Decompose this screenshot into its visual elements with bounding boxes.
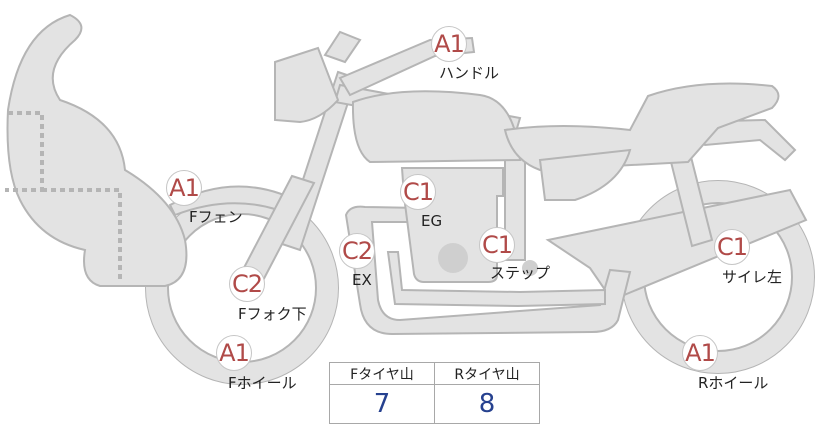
grade-badge-exhaust: C2 [339, 233, 375, 269]
grade-badge-handle: A1 [431, 26, 467, 62]
grade-badge-front-fender: A1 [166, 170, 202, 206]
headlight-block-shape [274, 46, 340, 124]
part-label-step: ステップ [490, 264, 551, 282]
tire-tread-table: Fタイヤ山 Rタイヤ山 7 8 [329, 362, 540, 424]
seat-shape [503, 82, 780, 172]
grade-badge-engine: C1 [400, 174, 436, 210]
fairing-dash-line [42, 188, 122, 283]
part-label-front-wheel: Fホイール [228, 374, 297, 392]
grade-badge-step: C1 [479, 227, 515, 263]
engine-cover-shape [438, 243, 468, 273]
part-label-handle: ハンドル [439, 64, 500, 82]
grade-badge-front-fork-lower: C2 [229, 266, 265, 302]
part-label-seat-rail-left: サイレ左 [722, 268, 783, 286]
front-tire-tread-value: 7 [329, 384, 435, 424]
part-label-front-fork-lower: Fフォク下 [238, 305, 307, 323]
handlebar-shape [323, 30, 362, 64]
rear-tire-tread-header: Rタイヤ山 [434, 362, 540, 385]
step-peg-shape [522, 260, 538, 276]
grade-badge-seat-rail-left: C1 [714, 229, 750, 265]
front-tire-tread-header: Fタイヤ山 [329, 362, 435, 385]
grade-badge-rear-wheel: A1 [682, 335, 718, 371]
part-label-rear-wheel: Rホイール [698, 374, 769, 392]
rear-tire-tread-value: 8 [434, 384, 540, 424]
frame-cradle-shape [386, 251, 606, 308]
part-label-exhaust: EX [352, 271, 372, 289]
part-label-front-fender: Fフェン [189, 208, 243, 226]
part-label-engine: EG [421, 212, 443, 230]
fuel-tank-shape [351, 90, 522, 164]
side-cover-shape [538, 148, 632, 201]
fairing-dash-line [5, 111, 44, 192]
fairing-shape [6, 13, 188, 287]
grade-badge-front-wheel: A1 [216, 335, 252, 371]
